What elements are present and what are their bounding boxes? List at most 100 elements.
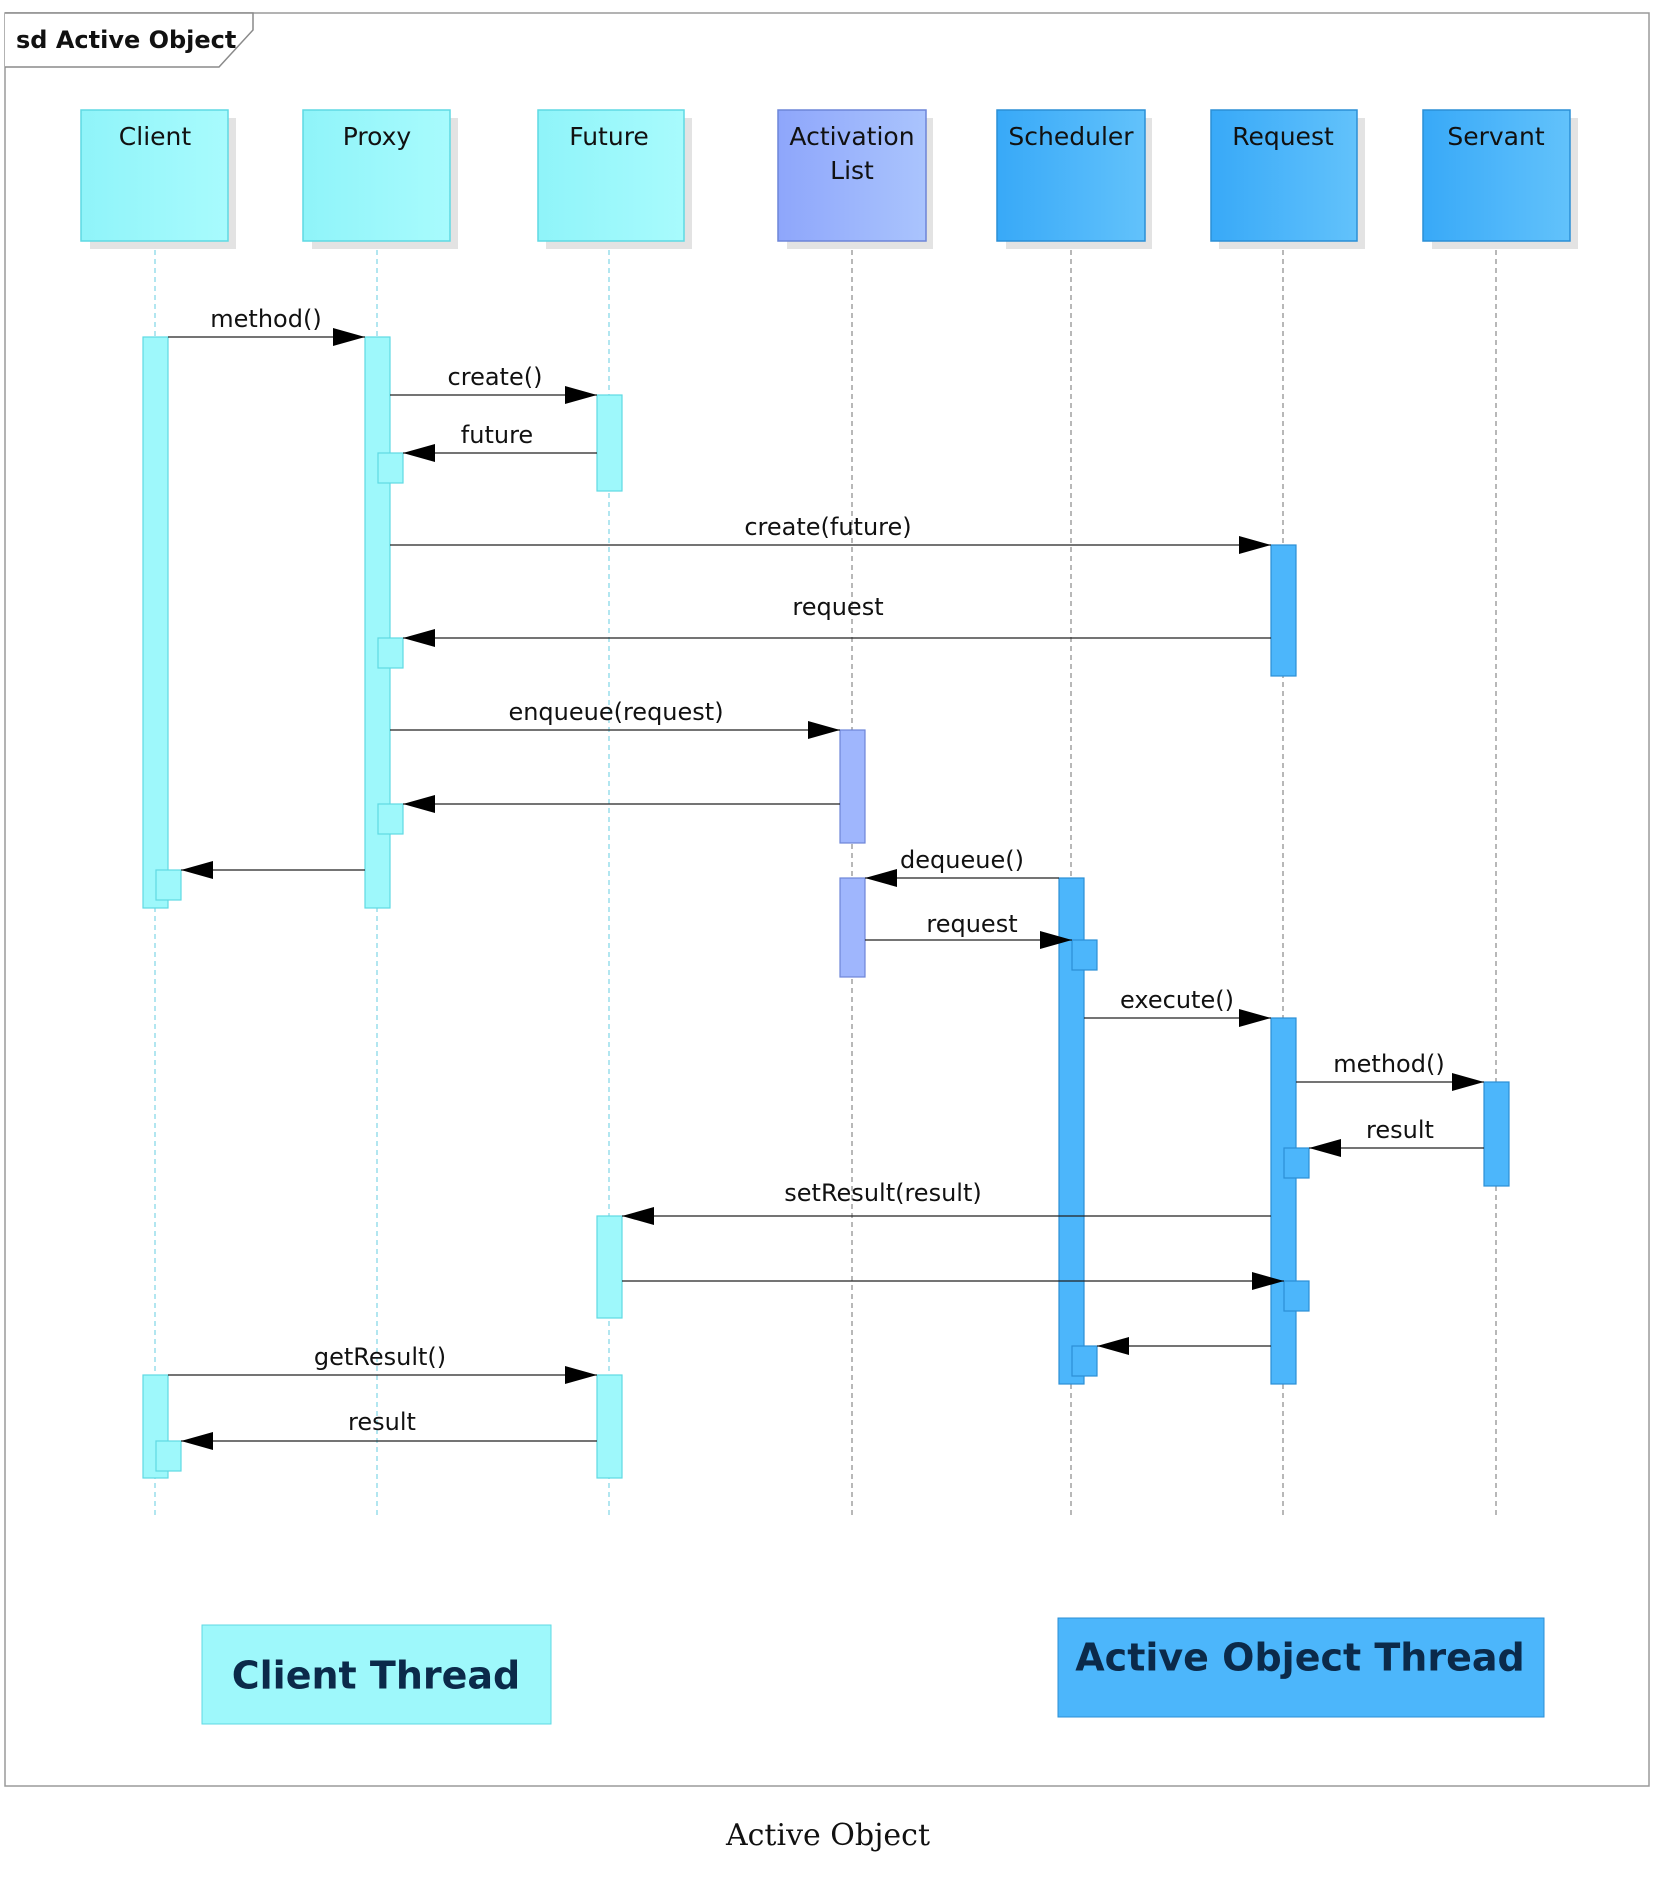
- lifeline-future: Future: [537, 109, 692, 1515]
- self-activation-scheduler-1: [1071, 939, 1098, 971]
- activation-actlist-1: [839, 729, 866, 844]
- legend-active-object-thread: Active Object Thread: [1057, 1617, 1545, 1718]
- message-15: [622, 1272, 1284, 1290]
- self-activation-client-1: [155, 869, 182, 901]
- legend-active-object-thread-label: Active Object Thread: [1075, 1636, 1524, 1680]
- lifeline-client-head[interactable]: [80, 109, 229, 242]
- figure-caption: Active Object: [725, 1818, 931, 1853]
- message-10: request: [865, 910, 1072, 949]
- lifeline-future-head[interactable]: [537, 109, 685, 242]
- lifeline-activation-list: Activation List: [777, 109, 933, 1515]
- activation-future-1: [596, 394, 623, 492]
- message-11-label: execute(): [1120, 986, 1234, 1014]
- self-activation-scheduler-2: [1071, 1345, 1098, 1377]
- message-12-label: method(): [1333, 1050, 1444, 1078]
- message-1-arrowhead: [333, 328, 365, 346]
- message-5: request: [403, 593, 1271, 647]
- message-2: create(): [390, 363, 597, 404]
- message-6-label: enqueue(request): [508, 698, 723, 726]
- message-14-arrowhead: [622, 1207, 654, 1225]
- legend-client-thread-label: Client Thread: [232, 1654, 521, 1698]
- lifeline-request: Request: [1210, 109, 1365, 1515]
- message-18: result: [181, 1408, 597, 1450]
- message-4-label: create(future): [744, 513, 911, 541]
- legend-active-object-thread-box: [1057, 1617, 1545, 1718]
- lifeline-servant-head[interactable]: [1422, 109, 1571, 242]
- message-6: enqueue(request): [390, 698, 840, 739]
- message-8: [181, 861, 365, 879]
- lifeline-client-label: Client: [119, 122, 192, 151]
- lifeline-proxy-label: Proxy: [343, 122, 412, 151]
- self-activation-request-2: [1283, 1280, 1310, 1312]
- lifeline-scheduler-label: Scheduler: [1008, 122, 1134, 151]
- message-17-arrowhead: [565, 1366, 597, 1384]
- message-11-arrowhead: [1239, 1009, 1271, 1027]
- diagram-frame: [4, 12, 1650, 1787]
- lifeline-scheduler-head[interactable]: [996, 109, 1146, 242]
- lifeline-request-head[interactable]: [1210, 109, 1358, 242]
- message-7: [403, 795, 840, 813]
- legend: Client Thread Active Object Thread: [201, 1617, 1545, 1725]
- message-13-label: result: [1366, 1116, 1434, 1144]
- lifeline-servant: Servant: [1422, 109, 1578, 1515]
- lifeline-future-label: Future: [569, 122, 649, 151]
- legend-client-thread: Client Thread: [201, 1624, 552, 1725]
- message-15-arrowhead: [1252, 1272, 1284, 1290]
- legend-client-thread-box: [201, 1624, 552, 1725]
- activation-future-3: [596, 1374, 623, 1479]
- message-10-arrowhead: [1040, 931, 1072, 949]
- message-16-arrowhead: [1097, 1337, 1129, 1355]
- messages: method() create() future create(future) …: [168, 305, 1484, 1450]
- message-11: execute(): [1084, 986, 1271, 1027]
- message-6-arrowhead: [808, 721, 840, 739]
- message-1-label: method(): [210, 305, 321, 333]
- lifeline-proxy-head[interactable]: [302, 109, 451, 242]
- lifeline-scheduler: Scheduler: [996, 109, 1152, 1515]
- self-activation-request-1: [1283, 1147, 1310, 1179]
- lifelines: Client Proxy Future Activation List Sche…: [80, 109, 1578, 1515]
- message-12-arrowhead: [1452, 1073, 1484, 1091]
- message-10-label: request: [926, 910, 1017, 938]
- message-9-arrowhead: [865, 869, 897, 887]
- message-13-arrowhead: [1309, 1139, 1341, 1157]
- self-activation-proxy-1: [377, 452, 404, 484]
- message-5-label: request: [792, 593, 883, 621]
- message-14-label: setResult(result): [784, 1179, 981, 1207]
- message-18-label: result: [348, 1408, 416, 1436]
- message-4: create(future): [390, 513, 1271, 554]
- activation-request-1: [1270, 544, 1297, 677]
- message-16: [1097, 1337, 1271, 1355]
- activations: [142, 336, 1510, 1479]
- message-4-arrowhead: [1239, 536, 1271, 554]
- message-2-label: create(): [448, 363, 543, 391]
- lifeline-activation-list-label-line1: Activation: [789, 122, 914, 151]
- lifeline-activation-list-head[interactable]: [777, 109, 927, 242]
- message-3-arrowhead: [403, 444, 435, 462]
- lifeline-proxy: Proxy: [302, 109, 458, 1515]
- message-13: result: [1309, 1116, 1484, 1157]
- frame-tab: [5, 12, 254, 68]
- message-7-arrowhead: [403, 795, 435, 813]
- activation-client-1: [142, 336, 169, 909]
- message-2-arrowhead: [565, 386, 597, 404]
- message-17-label: getResult(): [314, 1343, 446, 1371]
- self-activation-proxy-3: [377, 803, 404, 835]
- activation-future-2: [596, 1215, 623, 1319]
- activation-request-2: [1270, 1017, 1297, 1385]
- lifeline-activation-list-label-line2: List: [830, 156, 874, 185]
- message-12: method(): [1296, 1050, 1484, 1091]
- lifeline-servant-label: Servant: [1447, 122, 1544, 151]
- self-activation-client-2: [155, 1440, 182, 1472]
- activation-actlist-2: [839, 877, 866, 978]
- message-18-arrowhead: [181, 1432, 213, 1450]
- message-9: dequeue(): [865, 846, 1059, 887]
- message-9-label: dequeue(): [900, 846, 1024, 874]
- message-17: getResult(): [168, 1343, 597, 1384]
- message-3-label: future: [461, 421, 533, 449]
- message-14: setResult(result): [622, 1179, 1271, 1225]
- lifeline-client: Client: [80, 109, 236, 1515]
- lifeline-request-label: Request: [1232, 122, 1334, 151]
- message-1: method(): [168, 305, 365, 346]
- message-8-arrowhead: [181, 861, 213, 879]
